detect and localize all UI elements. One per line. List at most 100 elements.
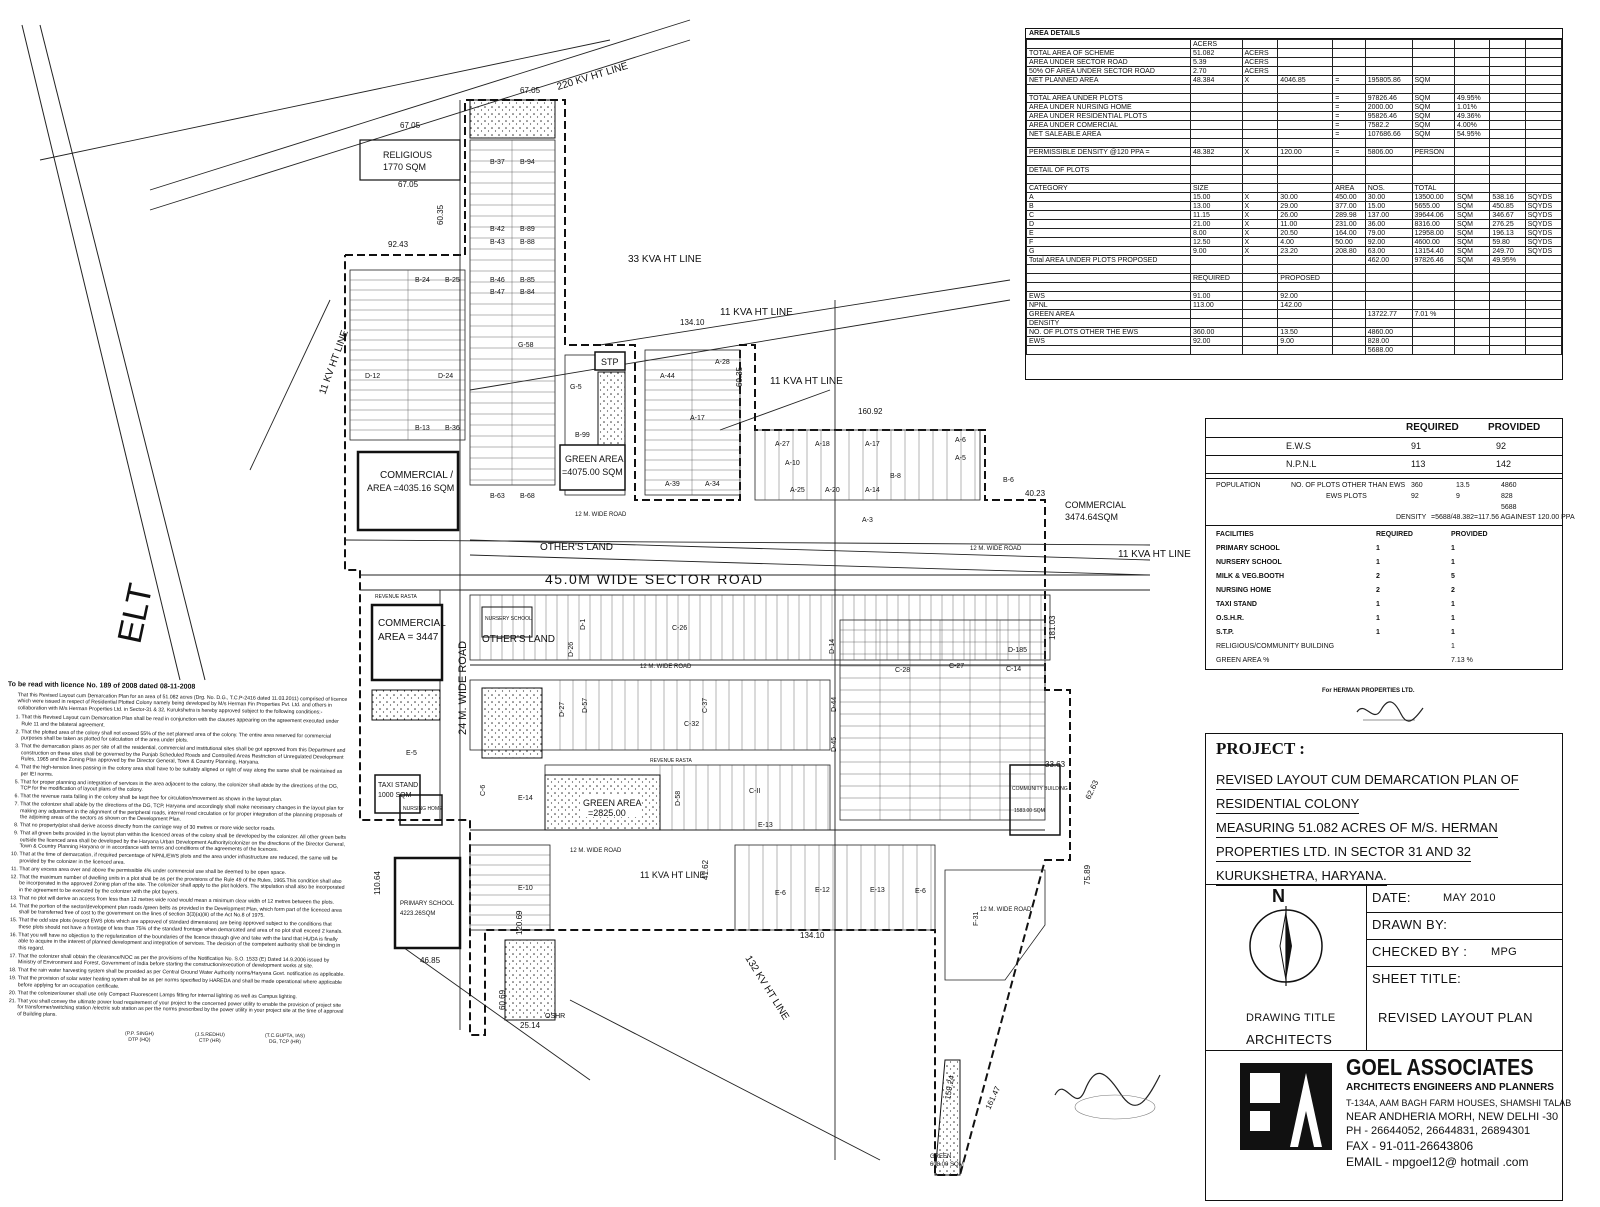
table-cell (1277, 102, 1334, 112)
table-cell (1453, 48, 1491, 58)
commercial-2-label: COMMERCIAL (378, 618, 446, 629)
table-cell (1332, 255, 1366, 265)
plot-label: G-58 (518, 342, 534, 349)
table-cell: 30.00 (1364, 192, 1413, 202)
architects-label: ARCHITECTS (1246, 1032, 1333, 1047)
others-land-label-2: OTHER'S LAND (482, 634, 555, 645)
plot-label: B-6 (1003, 477, 1014, 484)
road-24m-label: 24 M. WIDE ROAD (457, 641, 469, 735)
table-cell (1489, 264, 1526, 274)
facility-cell: REQUIRED (1376, 531, 1413, 538)
table-cell (1277, 255, 1334, 265)
table-cell: AREA UNDER RESIDENTIAL PLOTS (1026, 111, 1191, 121)
plot-label: C-37 (702, 698, 709, 713)
oshr-label: OSHR (545, 1013, 565, 1020)
table-cell (1364, 291, 1413, 301)
ht-line-132kv: 132 KV HT LINE (742, 954, 791, 1023)
table-cell: 92.00 (1364, 237, 1413, 247)
table-cell (1453, 273, 1491, 283)
table-cell (1524, 255, 1563, 265)
plot-label: C-26 (672, 625, 687, 632)
table-cell (1277, 183, 1334, 193)
primary-school-area: 4223.26SQM (400, 911, 435, 917)
table-cell (1411, 57, 1455, 67)
table-cell: D (1026, 219, 1191, 229)
table-cell (1026, 84, 1191, 94)
table-cell (1332, 39, 1366, 49)
table-cell: SQM (1411, 75, 1455, 85)
firm-phone: PH - 26644052, 26644831, 26894301 (1346, 1125, 1531, 1137)
table-cell: 63.00 (1364, 246, 1413, 256)
table-cell (1453, 39, 1491, 49)
table-cell: 50.00 (1332, 237, 1366, 247)
facility-cell: 5 (1451, 573, 1455, 580)
table-cell (1453, 345, 1491, 355)
ht-line-11kva-d: 11 KVA HT LINE (640, 870, 706, 880)
others-land-label-1: OTHER'S LAND (540, 542, 613, 553)
table-cell: 5688.00 (1364, 345, 1413, 355)
table-cell (1524, 93, 1563, 103)
belt-road-label: ELT (111, 580, 161, 646)
table-cell (1364, 264, 1413, 274)
table-cell (1524, 291, 1563, 301)
table-cell (1277, 174, 1334, 184)
table-cell (1453, 165, 1491, 175)
dimension-label: 67.05 (400, 121, 421, 130)
table-cell: SQM (1453, 210, 1491, 220)
table-cell: CATEGORY (1026, 183, 1191, 193)
table-cell (1241, 156, 1279, 166)
table-cell: AREA UNDER SECTOR ROAD (1026, 57, 1191, 67)
table-cell (1241, 300, 1279, 310)
table-cell: 9.00 (1277, 336, 1334, 346)
table-cell (1524, 300, 1563, 310)
primary-school-label: PRIMARY SCHOOL (400, 901, 455, 907)
table-cell (1524, 147, 1563, 157)
table-cell: 4.00% (1453, 120, 1491, 130)
conditions-signatories: (P.P. SINGH)DTP (HQ)(J.S.REDHU)CTP (HR)(… (0, 1023, 350, 1068)
facility-cell: RELIGIOUS/COMMUNITY BUILDING (1216, 643, 1335, 650)
table-cell: 15.00 (1189, 192, 1243, 202)
table-cell: X (1241, 246, 1279, 256)
table-cell: 15.00 (1364, 201, 1413, 211)
table-cell (1489, 138, 1526, 148)
table-cell (1453, 174, 1491, 184)
ht-line-11kva-b: 11 KVA HT LINE (770, 376, 843, 387)
zone-nursing-home: NURSING HOME (399, 794, 443, 826)
table-cell (1332, 345, 1366, 355)
plot-label: B-68 (520, 493, 535, 500)
table-cell: 13154.40 (1411, 246, 1455, 256)
requirement-cell: 113 (1411, 459, 1426, 469)
zone-green-top (469, 99, 556, 139)
population-cell: DENSITY (1396, 514, 1427, 521)
table-cell: SQM (1411, 93, 1455, 103)
plot-label: D-57 (582, 698, 589, 713)
commercial-3-area: 3474.64SQM (1065, 512, 1118, 522)
table-cell (1241, 345, 1279, 355)
dimension-label: 75.89 (1083, 864, 1092, 885)
table-cell: 9.00 (1189, 246, 1243, 256)
table-cell (1026, 345, 1191, 355)
table-cell (1241, 138, 1279, 148)
dimension-label: 159.24 (943, 1074, 956, 1100)
table-cell (1489, 120, 1526, 130)
table-cell (1241, 84, 1279, 94)
table-cell (1277, 111, 1334, 121)
table-cell (1189, 264, 1243, 274)
population-cell: 9 (1456, 493, 1460, 500)
table-cell (1364, 39, 1413, 49)
condition-item: That you will have no objection to the r… (18, 932, 345, 956)
table-cell (1241, 39, 1279, 49)
table-cell (1524, 111, 1563, 121)
date-value: MAY 2010 (1443, 892, 1496, 904)
table-cell: SQM (1453, 255, 1491, 265)
